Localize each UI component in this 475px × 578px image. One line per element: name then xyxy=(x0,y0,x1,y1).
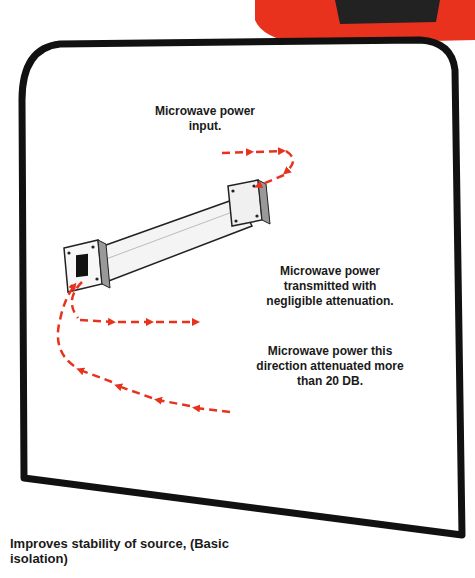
callout-text: Microwave power input. xyxy=(140,104,270,134)
black-block xyxy=(335,0,440,24)
callout-text: Microwave power transmitted with negligi… xyxy=(255,264,405,309)
callout-text: Microwave power this direction attenuate… xyxy=(255,344,405,389)
waveguide-isolator xyxy=(64,180,270,292)
caption-note: Improves stability of source, (Basic iso… xyxy=(10,536,250,566)
panel-outline xyxy=(22,40,462,535)
